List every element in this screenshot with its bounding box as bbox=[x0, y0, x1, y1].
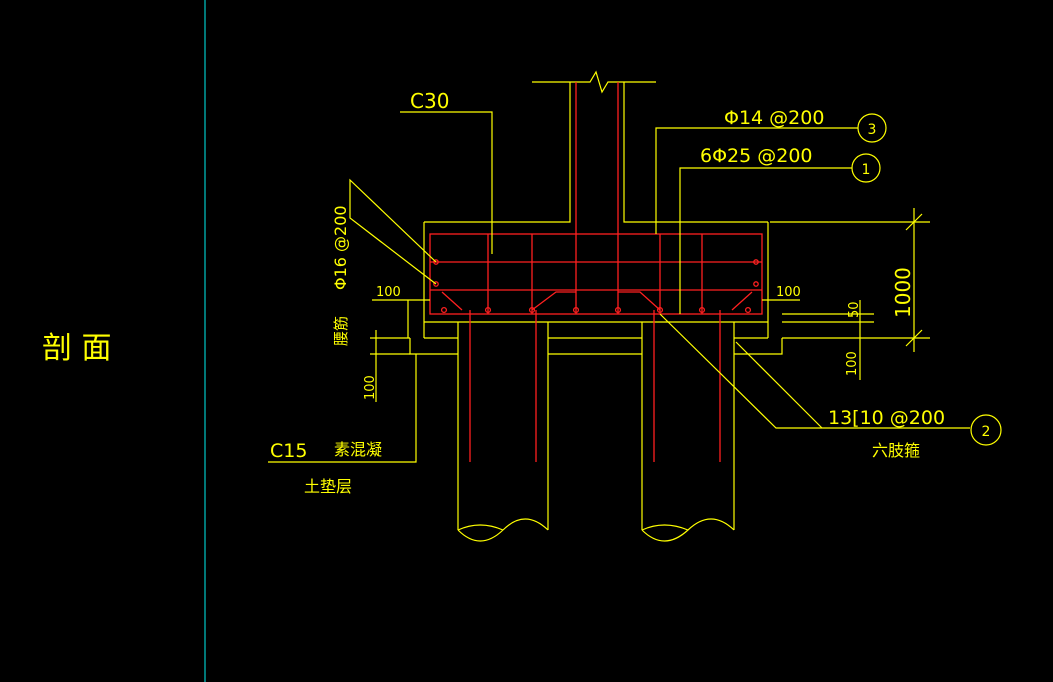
concrete-grade-text: C30 bbox=[410, 89, 449, 113]
dim-cover-right: 100 bbox=[762, 285, 801, 301]
dim-cushion-left-text: 100 bbox=[363, 375, 378, 400]
dim-cover-left-text: 100 bbox=[376, 285, 401, 300]
dim-cover-right-text: 100 bbox=[776, 285, 801, 300]
bottom-bar-text: 6Φ25 @200 bbox=[700, 145, 813, 167]
cushion-grade: C15 bbox=[270, 440, 307, 462]
dim-cover-left: 100 bbox=[372, 285, 430, 338]
dim-cap-height: 1000 bbox=[770, 208, 930, 352]
callout-3: 3 bbox=[868, 122, 877, 138]
rebar-cage bbox=[429, 82, 763, 315]
callout-2: 2 bbox=[982, 424, 991, 440]
top-bar-text: Φ14 @200 bbox=[724, 107, 824, 129]
dim-embed-text: 50 bbox=[847, 301, 862, 318]
side-bar-name: 腰筋 bbox=[332, 316, 350, 346]
dim-cushion-left: 100 bbox=[363, 330, 410, 402]
top-bar-label: Φ14 @200 3 bbox=[655, 107, 887, 234]
stirrup-text: 13[10 @200 bbox=[828, 407, 945, 429]
dim-cap-height-text: 1000 bbox=[891, 267, 915, 318]
column bbox=[424, 70, 768, 223]
cushion-label: C15 素混凝 土垫层 bbox=[268, 354, 417, 496]
concrete-grade-label: C30 bbox=[400, 89, 493, 254]
cushion-layer bbox=[409, 338, 783, 355]
pile-right bbox=[641, 310, 735, 542]
pile-cap-outline bbox=[423, 222, 769, 339]
stirrup-type: 六肢箍 bbox=[872, 441, 920, 460]
cushion-layer: 土垫层 bbox=[304, 477, 352, 496]
bottom-bar-label: 6Φ25 @200 1 bbox=[679, 145, 881, 314]
cushion-material: 素混凝 bbox=[334, 440, 382, 459]
dim-cushion-right-text: 100 bbox=[845, 351, 860, 376]
stirrup-label: 2 13[10 @200 六肢箍 bbox=[659, 313, 1002, 460]
pile-left bbox=[457, 310, 549, 542]
side-bar-text: Φ16 @200 bbox=[331, 205, 350, 290]
dim-right-stack: 50 100 bbox=[782, 300, 930, 380]
callout-1: 1 bbox=[862, 162, 871, 178]
view-title: 剖 面 bbox=[42, 331, 112, 366]
side-bar-label: Φ16 @200 腰筋 bbox=[331, 178, 437, 346]
